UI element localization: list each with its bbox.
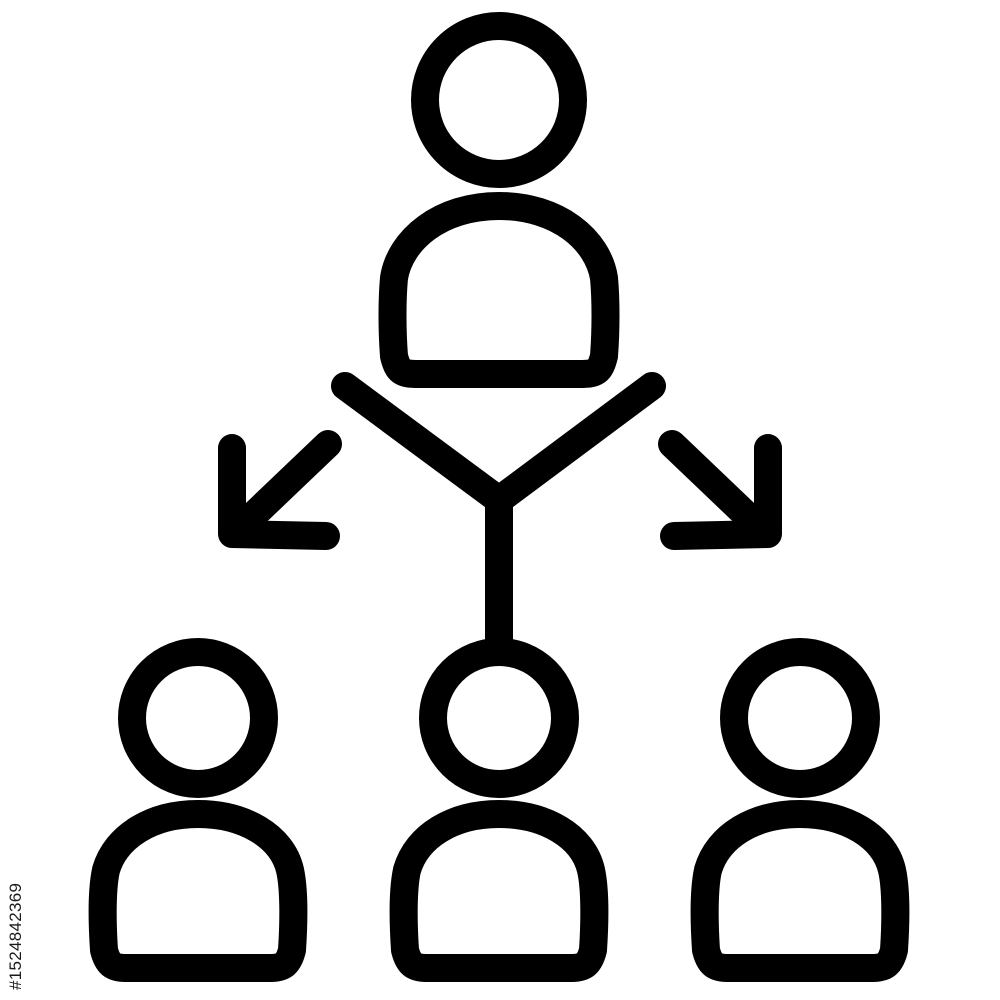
team-member-left-icon (88, 638, 308, 982)
stock-id-label: #1524842369 (6, 882, 25, 990)
leader-head (411, 12, 587, 188)
arrow-down-left-icon (218, 430, 342, 550)
connector-right-branch (485, 372, 666, 514)
team-member-center-icon (389, 638, 609, 982)
leader-person-icon (378, 12, 620, 388)
connector-left-branch (331, 372, 513, 514)
leader-body (378, 192, 620, 388)
connector-y-icon (331, 372, 666, 654)
arrow-down-right-icon (658, 430, 782, 550)
team-member-right-icon (690, 638, 910, 982)
